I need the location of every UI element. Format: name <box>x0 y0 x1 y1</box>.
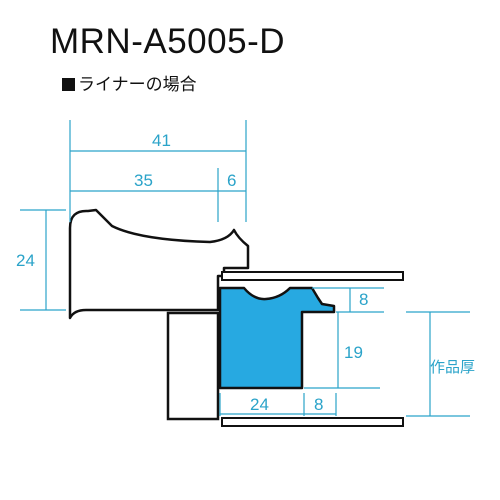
dim-frame-height: 24 <box>16 251 35 270</box>
liner-profile <box>218 286 336 390</box>
dim-liner-top: 8 <box>359 290 368 309</box>
dim-lip-width: 6 <box>227 171 236 190</box>
dim-artwork-depth: 作品厚 <box>430 358 475 376</box>
dim-frame-width: 35 <box>134 171 153 190</box>
subtitle-text: ライナーの場合 <box>78 75 197 95</box>
top-glass-strip <box>221 271 404 281</box>
bottom-backing-strip <box>221 417 404 427</box>
dim-liner-width: 24 <box>250 395 269 414</box>
dimension-annotations: 41 35 6 24 8 19 24 8 作品厚 <box>16 120 475 417</box>
square-bullet-icon <box>62 78 75 91</box>
back-support-block <box>166 311 220 421</box>
dim-liner-lip: 8 <box>314 395 323 414</box>
dim-total-width: 41 <box>152 131 171 150</box>
product-code-title: MRN-A5005-D <box>50 22 285 61</box>
dim-liner-height: 19 <box>344 343 363 362</box>
liner-case-subtitle: ライナーの場合 <box>62 70 197 95</box>
frame-moulding-outline <box>68 208 250 320</box>
